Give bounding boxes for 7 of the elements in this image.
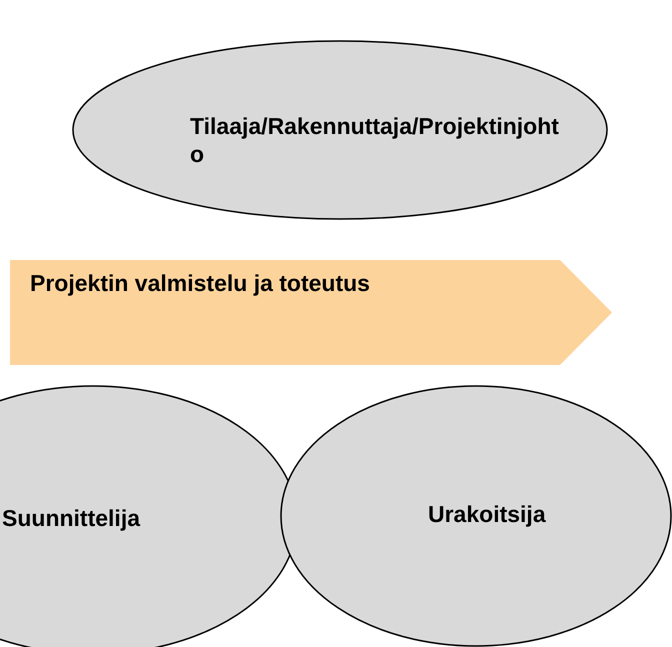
node-label: Urakoitsija bbox=[428, 501, 547, 529]
stakeholder-ellipse bbox=[280, 385, 672, 647]
node-label: Tilaaja/Rakennuttaja/Projektinjohto bbox=[190, 113, 560, 168]
process-arrow bbox=[10, 260, 612, 365]
stakeholder-ellipse bbox=[72, 40, 608, 220]
node-label: Suunnittelija bbox=[2, 505, 142, 533]
node-label: Projektin valmistelu ja toteutus bbox=[30, 270, 371, 298]
